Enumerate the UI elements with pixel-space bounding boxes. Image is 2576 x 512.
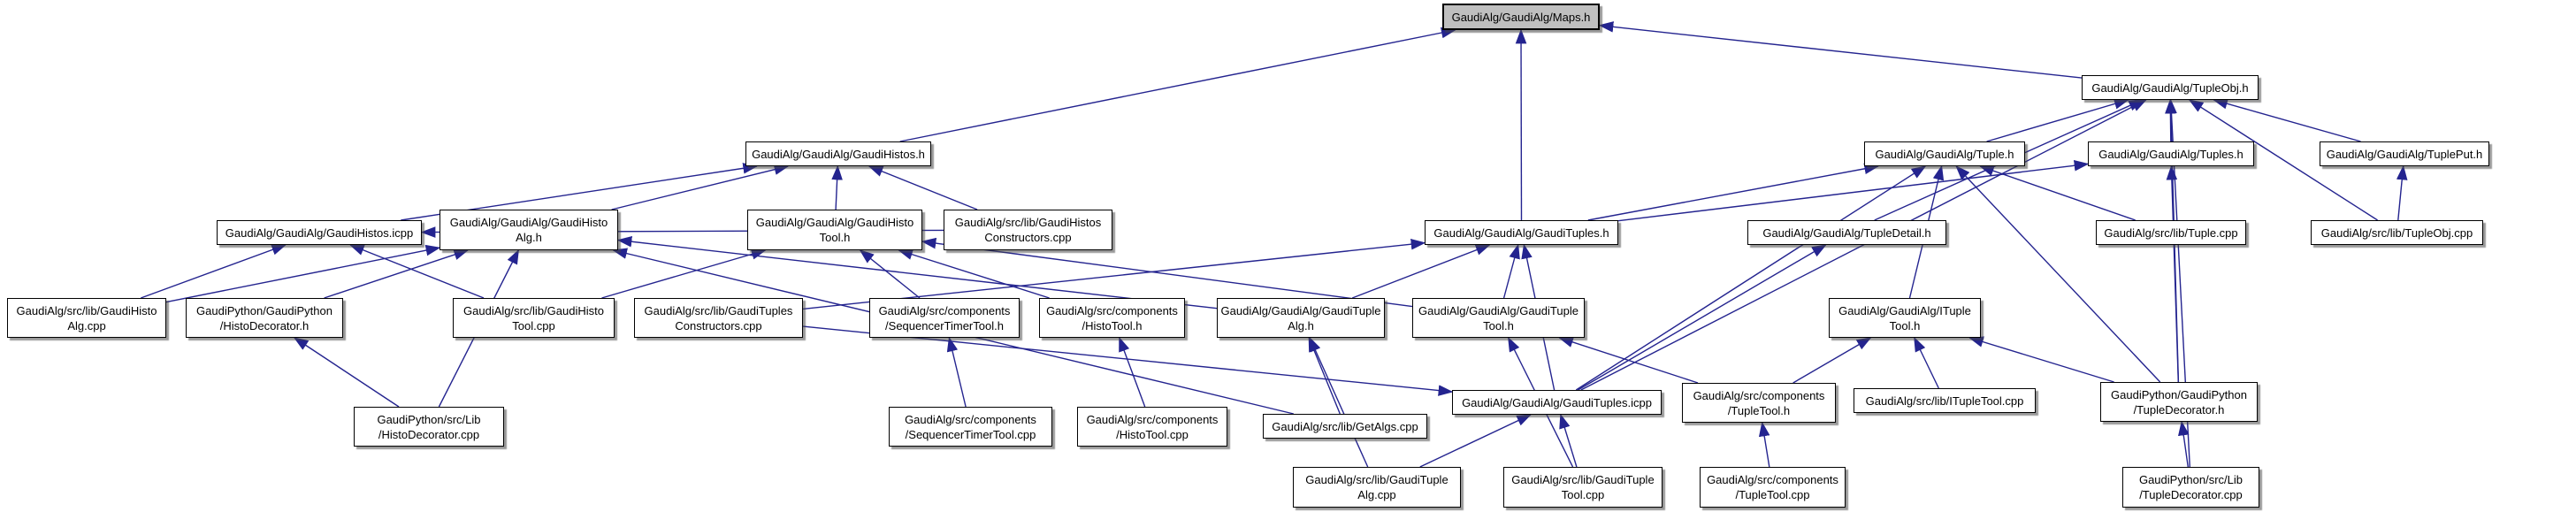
graph-node-gaudihistoalg_cpp[interactable]: GaudiAlg/src/lib/GaudiHisto Alg.cpp [7,298,166,338]
graph-node-gaudituples_h[interactable]: GaudiAlg/GaudiAlg/GaudiTuples.h [1425,220,1618,245]
graph-node-maps: GaudiAlg/GaudiAlg/Maps.h [1442,4,1600,30]
edge-gaudituples_icpp-to-tupleobj_h [1580,99,2147,391]
graph-node-tuple_h[interactable]: GaudiAlg/GaudiAlg/Tuple.h [1864,141,2025,166]
graph-node-gaudihistos_icpp[interactable]: GaudiAlg/GaudiAlg/GaudiHistos.icpp [217,220,422,245]
graph-node-gaudituples_icpp[interactable]: GaudiAlg/GaudiAlg/GaudiTuples.icpp [1452,390,1662,415]
edge-gaudituples_icpp-to-tupledetail_h [1578,244,1827,391]
graph-node-tupleput_h[interactable]: GaudiAlg/GaudiAlg/TuplePut.h [2320,141,2489,166]
graph-node-tupledecorator_h[interactable]: GaudiPython/GaudiPython /TupleDecorator.… [2100,382,2258,422]
edge-tuple_cpp-to-tuple_h [1978,165,2136,221]
edge-gaudihistotool_h-to-gaudihistos_h [831,164,843,210]
graph-node-gaudituplealg_cpp[interactable]: GaudiAlg/src/lib/GaudiTuple Alg.cpp [1293,467,1461,508]
graph-node-gaudituplealg_h[interactable]: GaudiAlg/GaudiAlg/GaudiTuple Alg.h [1217,298,1385,338]
edge-gaudituplealg_cpp-to-gaudituplealg_h [1309,336,1369,468]
edge-gaudituplesconstructors_cpp-to-gaudituples_h [802,238,1426,310]
graph-node-gaudihistos_h[interactable]: GaudiAlg/GaudiAlg/GaudiHistos.h [745,141,931,166]
graph-node-gaudituplesconstructors_cpp[interactable]: GaudiAlg/src/lib/GaudiTuples Constructor… [634,298,803,338]
edge-tupledecorator_h-to-itupletool_h [1968,336,2114,383]
graph-node-histodecorator_cpp[interactable]: GaudiPython/src/Lib /HistoDecorator.cpp [354,407,504,447]
graph-node-gaudihistotool_cpp[interactable]: GaudiAlg/src/lib/GaudiHisto Tool.cpp [453,298,615,338]
edge-sequencertimertool_cpp-to-sequencertimertool_h [946,336,967,408]
edge-histodecorator_cpp-to-histodecorator_h [293,337,400,408]
graph-node-histotool_h[interactable]: GaudiAlg/src/components /HistoTool.h [1039,298,1185,338]
edge-tupletool_h-to-itupletool_h [1792,337,1872,384]
edge-gaudituples_h-to-maps [1515,28,1527,221]
edge-tupleobj_cpp-to-tupleput_h [2396,164,2408,221]
edge-getalgs_cpp-to-gaudituplealg_h [1308,336,1341,415]
graph-node-histodecorator_h[interactable]: GaudiPython/GaudiPython /HistoDecorator.… [186,298,343,338]
edge-histotool_h-to-gaudihistotool_h [898,248,1050,299]
edge-tupledecorator_cpp-to-tupledecorator_h [2178,420,2190,468]
edge-gaudituplealg_h-to-gaudihistoalg_h [616,235,1218,309]
edge-gaudihistos_h-to-maps [899,27,1456,142]
graph-node-tupledecorator_cpp[interactable]: GaudiPython/src/Lib /TupleDecorator.cpp [2122,467,2259,508]
edge-gaudituplealg_cpp-to-gaudituples_icpp [1419,414,1533,468]
graph-node-tupletool_cpp[interactable]: GaudiAlg/src/components /TupleTool.cpp [1700,467,1846,508]
edge-gaudihistoalg_cpp-to-gaudihistos_icpp [141,244,287,299]
graph-node-gaudituletool_h[interactable]: GaudiAlg/GaudiAlg/GaudiTuple Tool.h [1412,298,1585,338]
edge-gaudituplealg_h-to-gaudituples_h [1351,244,1491,299]
edge-tupleput_h-to-tupleobj_h [2213,98,2361,142]
edge-histodecorator_h-to-gaudihistoalg_h [324,248,470,299]
graph-node-histotool_cpp[interactable]: GaudiAlg/src/components /HistoTool.cpp [1077,407,1227,447]
edge-gaudihistotool_cpp-to-gaudihistotool_h [601,248,767,299]
graph-node-getalgs_cpp[interactable]: GaudiAlg/src/lib/GetAlgs.cpp [1263,414,1427,439]
edge-gaudituletool_cpp-to-gaudituples_icpp [1559,413,1578,468]
edge-tupleobj_h-to-maps [1598,21,2083,79]
edge-gaudihistotool_cpp-to-gaudihistos_icpp [348,244,485,299]
graph-node-gaudihistosconstructors_cpp[interactable]: GaudiAlg/src/lib/GaudiHistos Constructor… [944,210,1112,250]
edge-tupledecorator_h-to-tuple_h [1955,164,2161,383]
graph-node-tupleobj_cpp[interactable]: GaudiAlg/src/lib/TupleObj.cpp [2311,220,2483,245]
edge-gaudihistosconstructors_cpp-to-gaudihistos_h [868,165,978,210]
graph-node-tupleobj_h[interactable]: GaudiAlg/GaudiAlg/TupleObj.h [2082,75,2259,100]
edge-tupleobj_cpp-to-tupleobj_h [2188,99,2378,221]
edge-itupletool_cpp-to-itupletool_h [1914,336,1939,389]
graph-node-sequencertimertool_cpp[interactable]: GaudiAlg/src/components /SequencerTimerT… [889,407,1052,447]
edge-gaudituletool_h-to-gaudituples_h [1502,243,1520,299]
edge-tuple_h-to-tupleobj_h [1986,98,2129,142]
edge-gaudihistoalg_cpp-to-gaudihistoalg_h [165,244,441,303]
graph-node-itupletool_cpp[interactable]: GaudiAlg/src/lib/ITupleTool.cpp [1854,388,2036,413]
graph-node-gaudihistoalg_h[interactable]: GaudiAlg/GaudiAlg/GaudiHisto Alg.h [440,210,618,250]
graph-node-sequencertimertool_h[interactable]: GaudiAlg/src/components /SequencerTimerT… [869,298,1020,338]
graph-node-tuple_cpp[interactable]: GaudiAlg/src/lib/Tuple.cpp [2096,220,2246,245]
graph-node-gaudituletool_cpp[interactable]: GaudiAlg/src/lib/GaudiTuple Tool.cpp [1503,467,1663,508]
graph-node-tuples_h[interactable]: GaudiAlg/GaudiAlg/Tuples.h [2088,141,2254,166]
edge-sequencertimertool_h-to-gaudihistotool_h [859,249,921,299]
graph-node-gaudihistotool_h[interactable]: GaudiAlg/GaudiAlg/GaudiHisto Tool.h [747,210,922,250]
edge-gaudituletool_h-to-gaudihistotool_h [921,237,1413,308]
graph-node-itupletool_h[interactable]: GaudiAlg/GaudiAlg/ITuple Tool.h [1829,298,1981,338]
edge-gaudihistoalg_h-to-gaudihistos_h [611,164,790,210]
edge-histotool_cpp-to-histotool_h [1119,336,1146,408]
graph-node-tupledetail_h[interactable]: GaudiAlg/GaudiAlg/TupleDetail.h [1747,220,1946,245]
edge-gaudituples_icpp-to-tuple_h [1575,165,1927,391]
graph-node-tupletool_h[interactable]: GaudiAlg/src/components /TupleTool.h [1682,383,1836,423]
edge-gaudituples_h-to-tuple_h [1587,163,1880,221]
edge-gaudituples_h-to-tuples_h [1617,159,2090,222]
edge-tupletool_cpp-to-tupletool_h [1758,421,1770,468]
